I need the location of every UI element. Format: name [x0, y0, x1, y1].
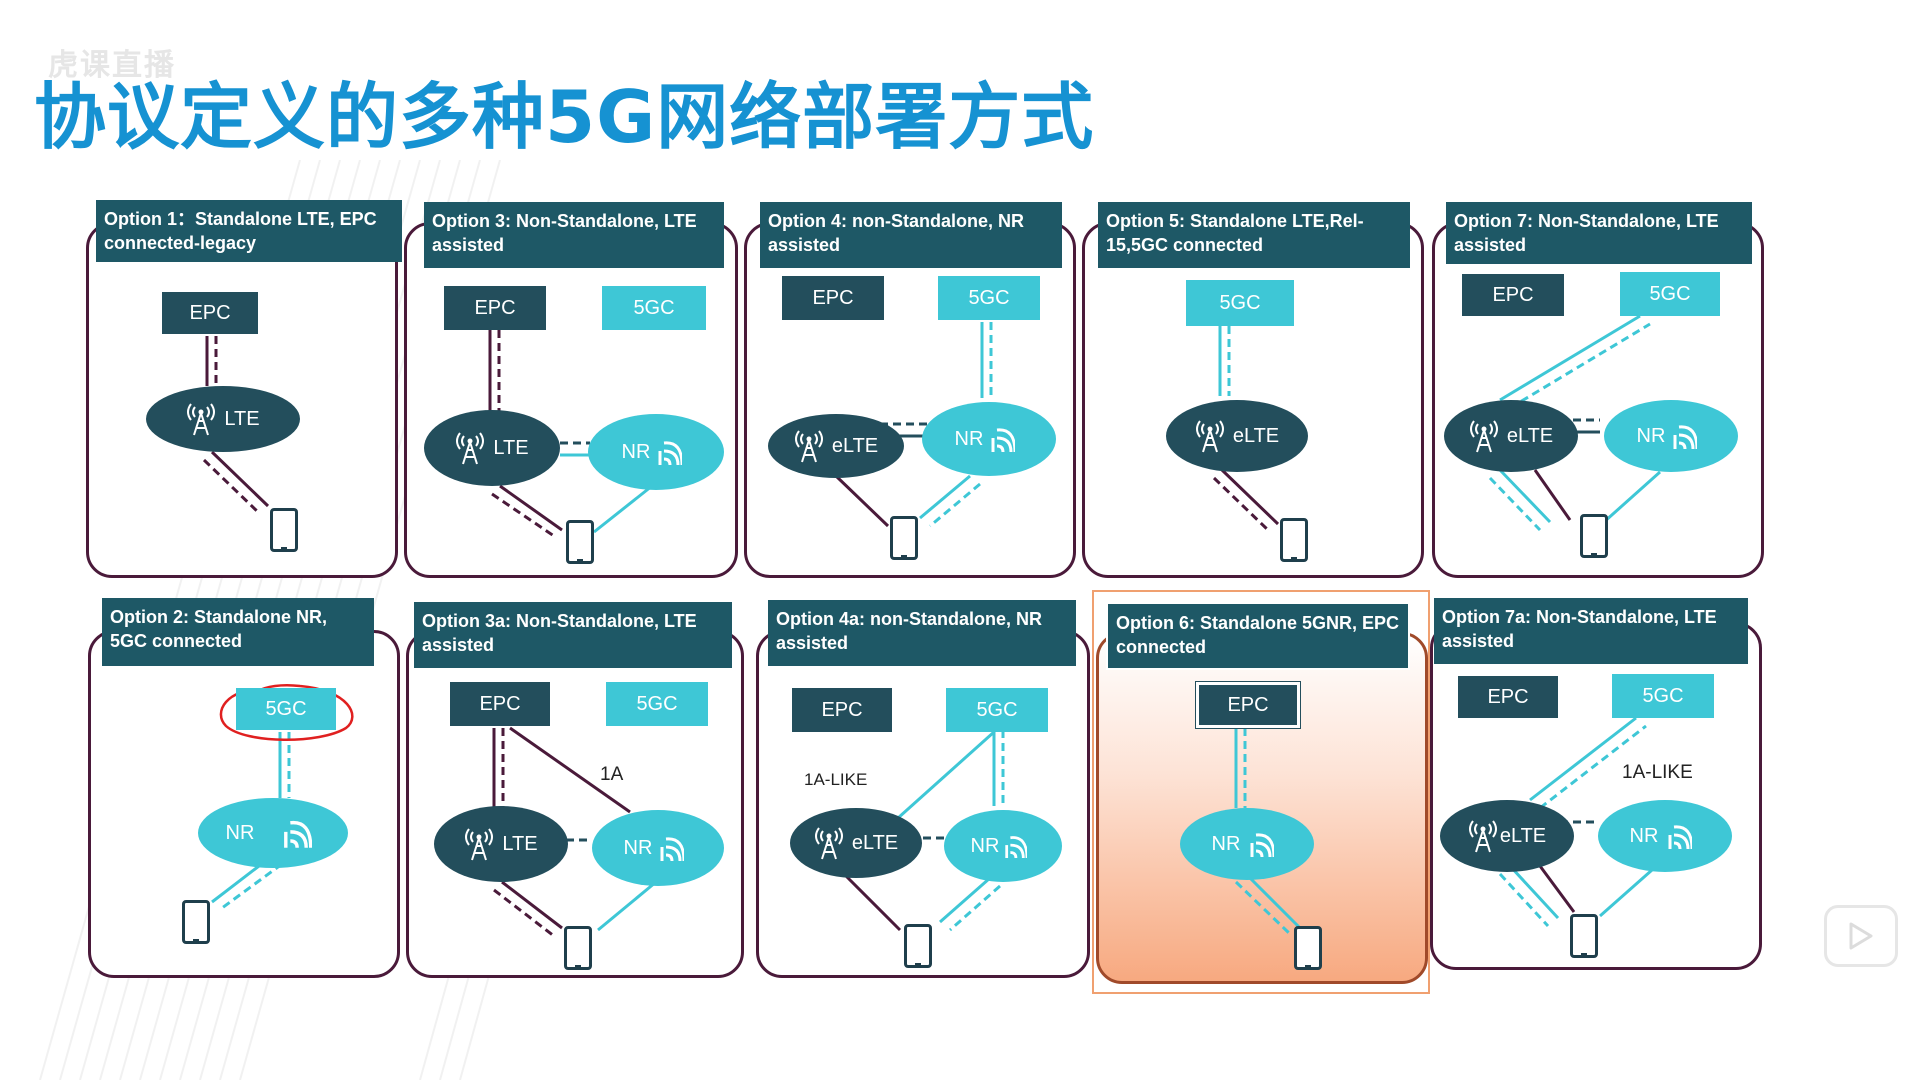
- phone-icon: [904, 924, 932, 968]
- cell-tower-icon: [1468, 818, 1498, 854]
- lte-label: LTE: [502, 832, 538, 855]
- annotation-1a-like: 1A-LIKE: [804, 770, 868, 789]
- 5gc-node: 5GC: [938, 276, 1040, 320]
- nr-label: NR: [1211, 832, 1241, 855]
- 5gc-node: 5GC: [602, 286, 706, 330]
- wifi-icon: [1003, 832, 1028, 860]
- epc-node: EPC: [1458, 676, 1558, 718]
- epc-node: EPC: [1462, 274, 1564, 316]
- 5gc-node: 5GC: [1186, 280, 1294, 326]
- lte-label: LTE: [493, 436, 529, 459]
- option-7-label: Option 7: Non-Standalone, LTE assisted: [1446, 202, 1752, 264]
- phone-icon: [1580, 514, 1608, 558]
- nr-node: NR: [922, 402, 1056, 476]
- annotation-1a: 1A: [600, 764, 624, 785]
- epc-node: EPC: [1196, 682, 1300, 728]
- cell-tower-icon: [1469, 418, 1499, 454]
- cell-tower-icon: [455, 430, 485, 466]
- elte-node: eLTE: [790, 808, 922, 878]
- nr-label: NR: [954, 427, 984, 450]
- nr-label: NR: [1636, 424, 1666, 447]
- lte-label: LTE: [224, 407, 260, 430]
- lte-node: LTE: [434, 806, 568, 882]
- annotation-1a-like: 1A-LIKE: [1622, 762, 1693, 783]
- nr-label: NR: [621, 440, 651, 463]
- cell-tower-icon: [186, 401, 216, 437]
- nr-node: NR: [944, 810, 1062, 882]
- nr-node: NR: [198, 798, 348, 868]
- elte-node: eLTE: [1166, 400, 1308, 472]
- option-4a-label: Option 4a: non-Standalone, NR assisted: [768, 600, 1076, 666]
- epc-node: EPC: [792, 688, 892, 732]
- epc-node: EPC: [162, 292, 258, 334]
- watermark: 虎课直播: [48, 48, 176, 83]
- wifi-icon: [658, 833, 685, 863]
- option-3-label: Option 3: Non-Standalone, LTE assisted: [424, 202, 724, 268]
- epc-node: EPC: [782, 276, 884, 320]
- nr-node: NR: [1180, 808, 1314, 880]
- elte-node: eLTE: [1444, 400, 1578, 472]
- wifi-icon: [656, 437, 683, 467]
- elte-label: eLTE: [851, 831, 899, 854]
- nr-node: NR: [1604, 400, 1738, 472]
- phone-icon: [1280, 518, 1308, 562]
- elte-label: eLTE: [1506, 424, 1554, 447]
- play-button[interactable]: [1824, 905, 1898, 967]
- epc-node: EPC: [450, 682, 550, 726]
- option-5-label: Option 5: Standalone LTE,Rel-15,5GC conn…: [1098, 202, 1410, 268]
- phone-icon: [564, 926, 592, 970]
- wifi-icon: [1666, 821, 1693, 851]
- nr-label: NR: [1629, 824, 1659, 847]
- nr-label: NR: [623, 836, 653, 859]
- lte-node: LTE: [424, 410, 560, 486]
- wifi-icon: [1248, 829, 1275, 859]
- option-1-label: Option 1：Standalone LTE, EPC connected-l…: [96, 200, 402, 262]
- cell-tower-icon: [464, 826, 494, 862]
- phone-icon: [566, 520, 594, 564]
- highlight-box: [1092, 590, 1430, 994]
- option-3a-label: Option 3a: Non-Standalone, LTE assisted: [414, 602, 732, 668]
- wifi-icon: [280, 816, 313, 850]
- phone-icon: [1570, 914, 1598, 958]
- option-6-label: Option 6: Standalone 5GNR, EPC connected: [1106, 602, 1410, 670]
- epc-node: EPC: [444, 286, 546, 330]
- panel-option-3: [404, 222, 738, 578]
- phone-icon: [182, 900, 210, 944]
- cell-tower-icon: [794, 428, 824, 464]
- cell-tower-icon: [814, 825, 844, 861]
- elte-node: eLTE: [768, 414, 904, 478]
- phone-icon: [1294, 926, 1322, 970]
- option-7a-label: Option 7a: Non-Standalone, LTE assisted: [1434, 598, 1748, 664]
- wifi-icon: [989, 424, 1016, 454]
- nr-node: NR: [592, 810, 724, 886]
- nr-label: NR: [970, 834, 1000, 857]
- 5gc-node: 5GC: [1620, 272, 1720, 316]
- option-2-label: Option 2: Standalone NR, 5GC connected: [102, 598, 374, 666]
- elte-label: eLTE: [1232, 424, 1280, 447]
- nr-node: NR: [1598, 800, 1732, 872]
- elte-label: eLTE: [1499, 824, 1547, 847]
- phone-icon: [890, 516, 918, 560]
- nr-node: NR: [588, 414, 724, 490]
- play-icon: [1849, 922, 1873, 950]
- 5gc-node: 5GC: [1612, 674, 1714, 718]
- option-4-label: Option 4: non-Standalone, NR assisted: [760, 202, 1062, 268]
- 5gc-node: 5GC: [946, 688, 1048, 732]
- cell-tower-icon: [1195, 418, 1225, 454]
- page-title: 协议定义的多种5G网络部署方式: [34, 75, 1095, 159]
- 5gc-node: 5GC: [236, 688, 336, 730]
- nr-label: NR: [225, 821, 255, 844]
- elte-node: eLTE: [1440, 800, 1574, 872]
- wifi-icon: [1671, 421, 1698, 451]
- elte-label: eLTE: [831, 434, 879, 457]
- phone-icon: [270, 508, 298, 552]
- lte-node: LTE: [146, 386, 300, 452]
- 5gc-node: 5GC: [606, 682, 708, 726]
